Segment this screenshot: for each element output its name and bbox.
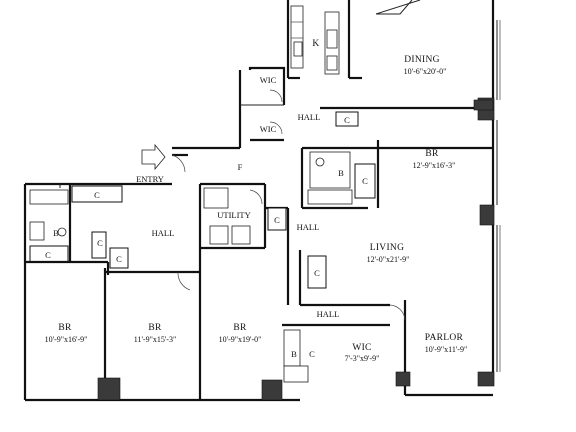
br-upper-label: BR: [425, 149, 439, 159]
utility-room: [198, 182, 267, 248]
closet-hall-label: C: [274, 215, 280, 225]
br-upper-dims: 12'-9"x16'-3": [413, 161, 456, 170]
living-dims: 12'-0"x21'-9": [367, 255, 410, 264]
entry-label: ENTRY: [136, 174, 164, 184]
utility-label: UTILITY: [217, 210, 251, 220]
dining-dims: 10'-6"x20'-0": [404, 67, 447, 76]
br-1-label: BR: [58, 323, 72, 333]
kitchen-label: K: [312, 39, 319, 49]
hall-upper-label: HALL: [298, 112, 321, 122]
living-label: LIVING: [370, 243, 405, 253]
wic-small-label: WIC: [352, 343, 371, 353]
bath-left-label: B: [53, 228, 59, 238]
left-wing-walls: [23, 182, 129, 400]
closet-left-bottom-label: C: [45, 250, 51, 260]
br-3-label: BR: [233, 323, 247, 333]
closet-living-label: C: [314, 268, 320, 278]
br-1-dims: 10'-9"x16'-9": [45, 335, 88, 344]
lower-bedroom-walls: [25, 246, 300, 402]
closet-lower-label: C: [309, 349, 315, 359]
hall-left-label: HALL: [152, 228, 175, 238]
upper-closets: [238, 66, 359, 148]
hall-middle-label: HALL: [297, 222, 320, 232]
wic-small-dims: 7'-3"x9'-9": [345, 354, 380, 363]
parlor-label: PARLOR: [425, 333, 464, 343]
br-2-dims: 11'-9"x15'-3": [134, 335, 176, 344]
wic-upper-label: WIC: [260, 75, 277, 85]
bath-upper-label: B: [338, 168, 344, 178]
br-3-dims: 10'-9"x19'-0": [219, 335, 262, 344]
middle-hall-closets: [265, 206, 327, 305]
parlor-dims: 10'-9"x11'-9": [425, 345, 467, 354]
dining-room-walls: [320, 0, 494, 111]
closet-mid-label: C: [97, 238, 103, 248]
exterior-window-wall: [477, 0, 501, 387]
upper-bedroom-walls: [300, 140, 493, 210]
closet-dining-label: C: [344, 115, 350, 125]
bath-lower-label: B: [291, 349, 297, 359]
kitchen-area: [286, 0, 351, 80]
foyer-walls: [59, 143, 240, 188]
closet-mid2-label: C: [116, 254, 122, 264]
wic-lower-label: WIC: [260, 124, 277, 134]
closet-left-top-label: C: [94, 190, 100, 200]
br-2-label: BR: [148, 323, 162, 333]
lower-hall-walls: [282, 300, 493, 397]
hall-lower-label: HALL: [317, 309, 340, 319]
closet-br-upper-label: C: [362, 176, 368, 186]
dining-label: DINING: [404, 55, 440, 65]
foyer-label: F: [238, 162, 243, 172]
